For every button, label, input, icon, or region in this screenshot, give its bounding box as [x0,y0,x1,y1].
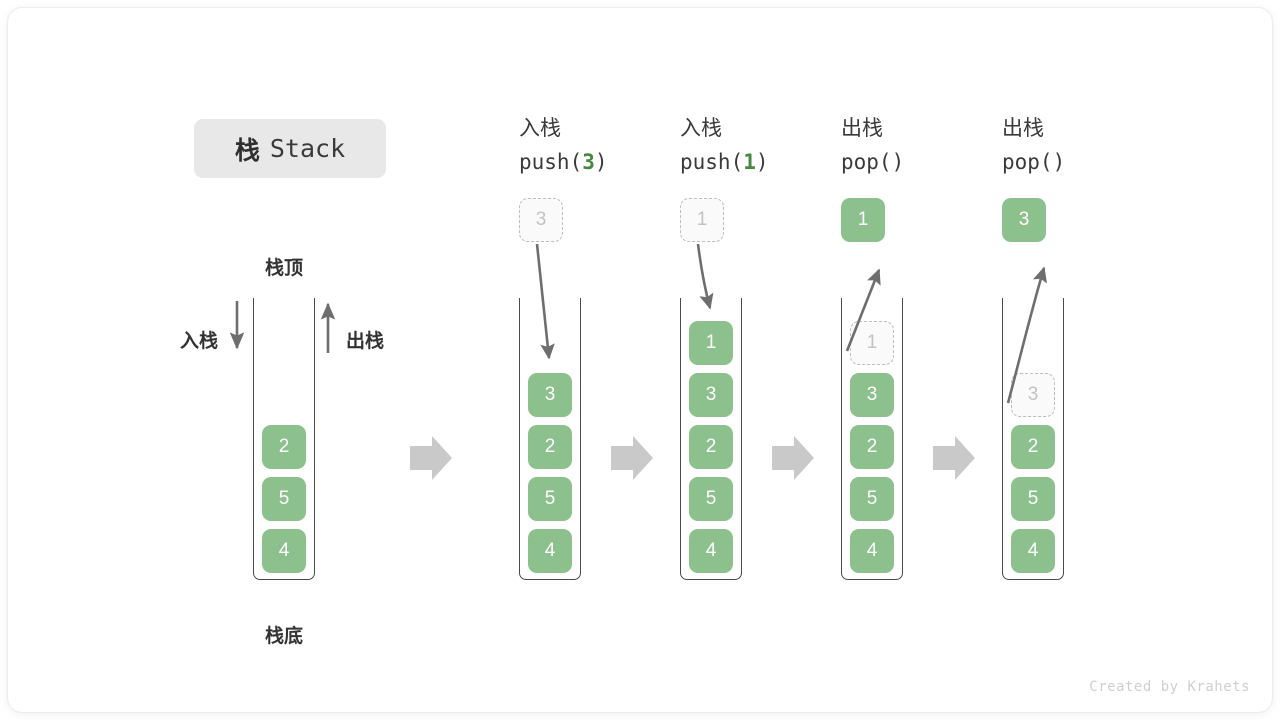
cell-pop3-4: 4 [1011,529,1055,573]
header-code-pop-1: pop() [841,146,1021,179]
header-code-push-1: push(1) [680,146,860,179]
floating-cell-pop-3: 3 [1002,198,1046,242]
title-en: Stack [269,134,346,163]
header-step-pop-1: 出栈 pop() [841,113,1021,178]
header-cn-pop-1: 出栈 [841,117,883,140]
cell-pop1-1: 3 [850,373,894,417]
cell-pop1-2: 2 [850,425,894,469]
code-prefix: push( [519,149,583,174]
header-step-pop-3: 出栈 pop() [1002,113,1182,178]
code-suffix: ) [594,149,608,174]
code-prefix: push( [680,149,744,174]
code-prefix: pop( [841,149,892,174]
header-step-push-3: 入栈 push(3) [519,113,699,178]
floating-cell-push-3: 3 [519,198,563,242]
label-stack-bottom: 栈底 [265,626,304,647]
step-arrow-3 [772,436,814,480]
cell-push1-1: 3 [689,373,733,417]
cell-initial-2: 4 [262,529,306,573]
code-suffix: ) [1052,149,1066,174]
step-arrow-4 [933,436,975,480]
header-cn-push-3: 入栈 [519,117,561,140]
cell-pop1-0: 1 [850,321,894,365]
label-stack-top: 栈顶 [265,258,304,279]
cell-push3-2: 5 [528,477,572,521]
cell-initial-1: 5 [262,477,306,521]
cell-pop3-1: 3 [1011,373,1055,417]
label-push: 入栈 [180,331,219,352]
code-suffix: ) [891,149,905,174]
code-arg: 3 [582,149,595,174]
cell-push1-3: 5 [689,477,733,521]
cell-push3-0: 3 [528,373,572,417]
cell-push1-4: 4 [689,529,733,573]
header-code-push-3: push(3) [519,146,699,179]
floating-cell-pop-1: 1 [841,198,885,242]
cell-push1-0: 1 [689,321,733,365]
credit-text: Created by Krahets [1089,679,1250,695]
floating-cell-push-1: 1 [680,198,724,242]
label-pop: 出栈 [346,331,385,352]
cell-initial-0: 2 [262,425,306,469]
cell-push3-3: 4 [528,529,572,573]
code-arg: 1 [743,149,756,174]
cell-pop3-3: 5 [1011,477,1055,521]
cell-pop1-4: 4 [850,529,894,573]
header-code-pop-3: pop() [1002,146,1182,179]
title-badge: 栈 Stack [194,119,386,178]
step-arrow-2 [611,436,653,480]
cell-push1-2: 2 [689,425,733,469]
cell-pop3-2: 2 [1011,425,1055,469]
diagram-canvas: 栈 Stack 栈顶 栈底 入栈 出栈 2 5 4 入栈 push(3) 3 3… [8,8,1272,712]
code-suffix: ) [755,149,769,174]
header-cn-push-1: 入栈 [680,117,722,140]
step-arrow-1 [410,436,452,480]
title-cn: 栈 [234,136,260,165]
header-step-push-1: 入栈 push(1) [680,113,860,178]
code-prefix: pop( [1002,149,1053,174]
header-cn-pop-3: 出栈 [1002,117,1044,140]
cell-push3-1: 2 [528,425,572,469]
cell-pop1-3: 5 [850,477,894,521]
